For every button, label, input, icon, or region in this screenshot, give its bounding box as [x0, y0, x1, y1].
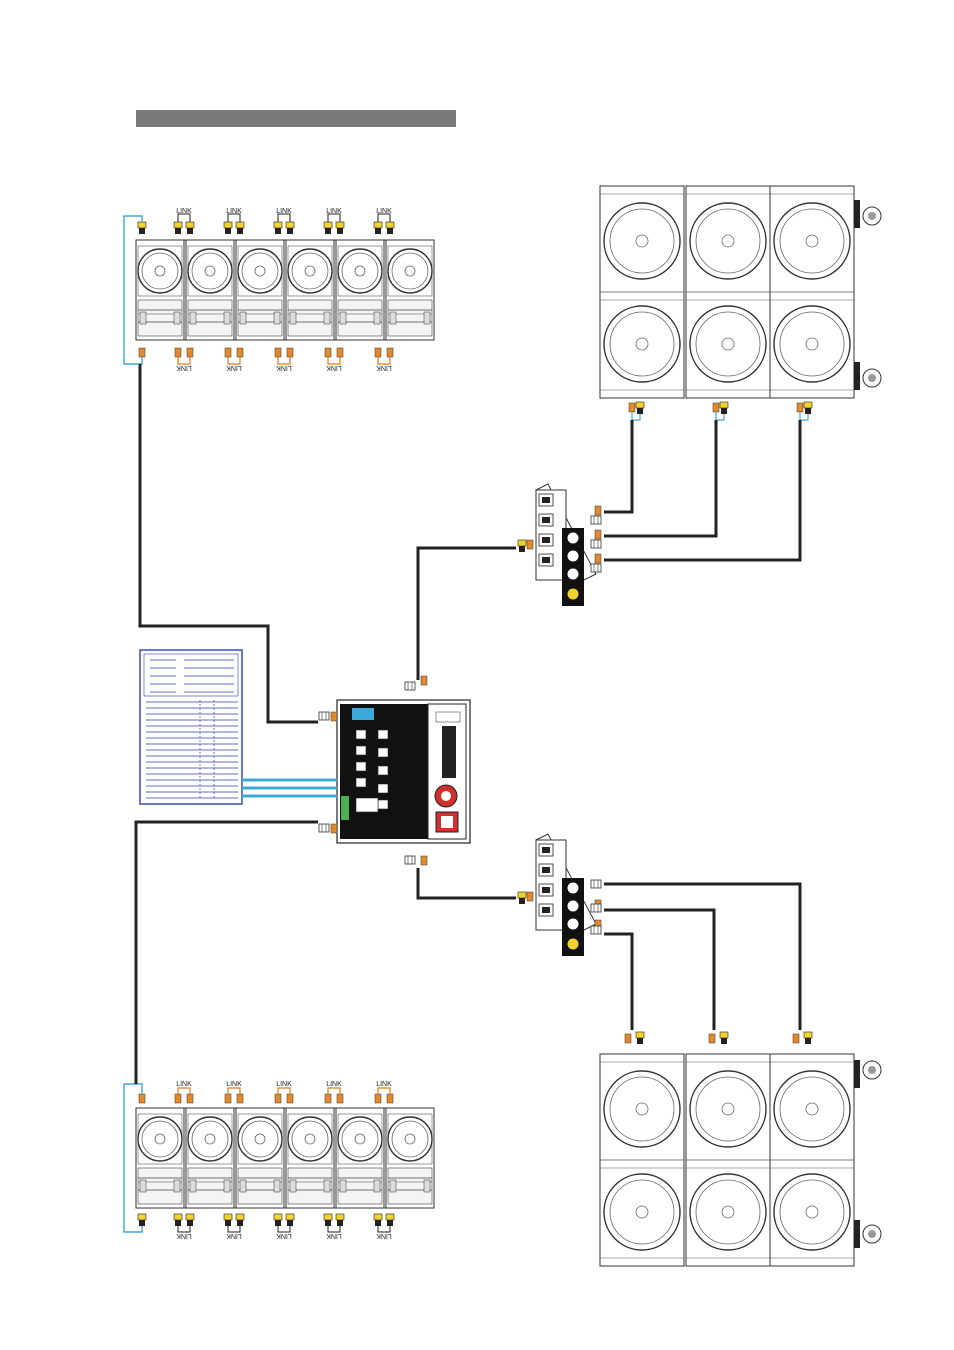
link-label: LINK — [176, 1232, 192, 1239]
link-label: LINK — [376, 208, 392, 215]
wiring-schematic — [140, 650, 242, 804]
blue-control-cables — [242, 780, 337, 796]
breakout-box-top — [536, 484, 596, 606]
header-bar — [136, 110, 456, 127]
link-label: LINK — [276, 364, 292, 371]
link-label: LINK — [326, 1081, 342, 1088]
link-label: LINK — [226, 1232, 242, 1239]
link-label: LINK — [176, 364, 192, 371]
link-label: LINK — [376, 1232, 392, 1239]
link-label: LINK — [226, 1081, 242, 1088]
link-label: LINK — [326, 1232, 342, 1239]
top-left-array: LINK LINK LINK LINK LINK LINK LINK LINK … — [124, 208, 434, 371]
bottom-left-array: LINK LINK LINK LINK LINK LINK LINK LINK … — [124, 1081, 434, 1239]
link-label: LINK — [326, 364, 342, 371]
link-label: LINK — [276, 1081, 292, 1088]
link-label: LINK — [326, 208, 342, 215]
link-label: LINK — [376, 1081, 392, 1088]
link-label: LINK — [176, 1081, 192, 1088]
link-label: LINK — [276, 208, 292, 215]
link-label: LINK — [226, 364, 242, 371]
link-label: LINK — [176, 208, 192, 215]
link-label: LINK — [376, 364, 392, 371]
bottom-right-subwoofers — [600, 1032, 881, 1266]
link-label: LINK — [226, 208, 242, 215]
breakout-box-bottom — [536, 834, 596, 956]
top-right-subwoofers — [600, 186, 881, 420]
link-label: LINK — [276, 1232, 292, 1239]
amplifier-rack — [337, 700, 470, 843]
